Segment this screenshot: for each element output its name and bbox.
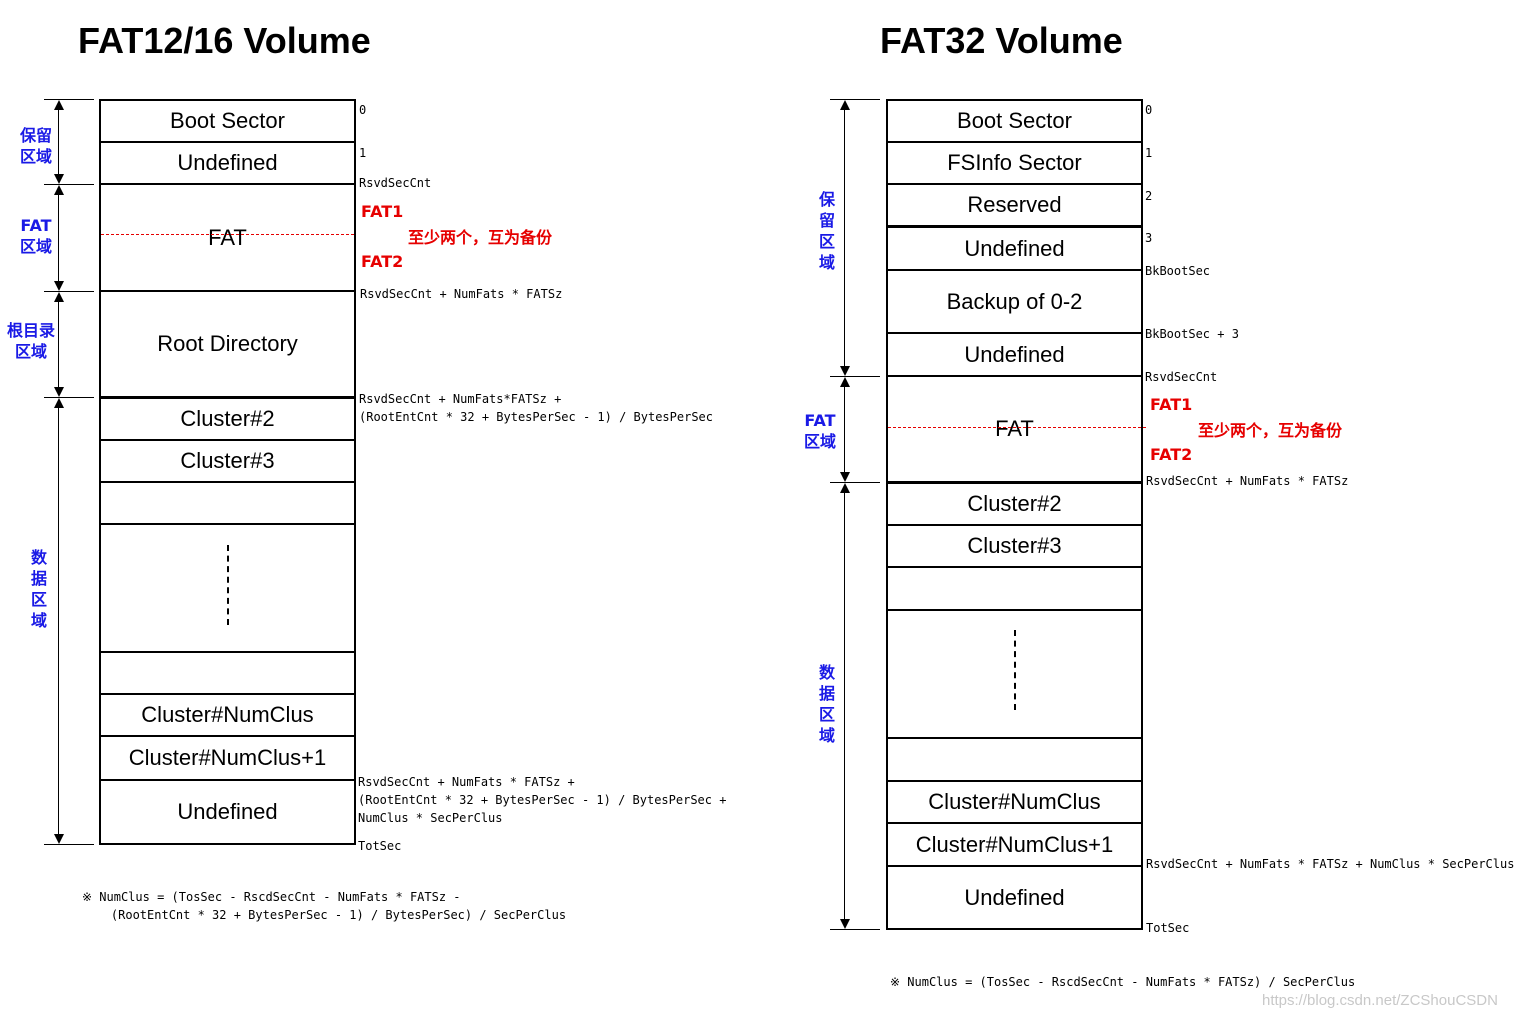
arrow-up (54, 292, 64, 302)
arrow-down (840, 472, 850, 482)
offset-label: TotSec (1146, 921, 1190, 935)
region-arrow (844, 485, 845, 926)
offset-label: BkBootSec + 3 (1145, 327, 1239, 341)
region-tick (44, 291, 94, 292)
arrow-up (840, 100, 850, 110)
offset-label: RsvdSecCnt + NumFats*FATSz + (RootEntCnt… (359, 392, 714, 424)
undefined-box: Undefined (886, 226, 1143, 271)
arrow-up (840, 483, 850, 493)
fsinfo-sector-box: FSInfo Sector (886, 141, 1143, 185)
arrow-up (54, 185, 64, 195)
cluster-blank-box (886, 566, 1143, 611)
region-arrow (58, 187, 59, 289)
fat-split-line (101, 234, 354, 235)
numclus-footnote: ※ NumClus = (TosSec - RscdSecCnt - NumFa… (890, 975, 1356, 989)
fat1-label: FAT1 (361, 202, 404, 221)
cluster-blank-box (886, 737, 1143, 782)
cluster-numclus-box: Cluster#NumClus (99, 693, 356, 737)
fat1216-title: FAT12/16 Volume (78, 20, 371, 61)
fat2-label: FAT2 (361, 252, 404, 271)
offset-label: BkBootSec (1145, 264, 1211, 278)
root-directory-box: Root Directory (99, 290, 356, 398)
arrow-down (840, 366, 850, 376)
offset-label: RsvdSecCnt + NumFats * FATSz (1146, 474, 1349, 488)
data-region-label: 数 据 区 域 (818, 663, 835, 745)
offset-label: 0 (359, 103, 367, 117)
fat32-title: FAT32 Volume (880, 20, 1123, 61)
offset-label: 1 (1145, 146, 1153, 160)
region-arrow (844, 379, 845, 479)
region-tick (44, 397, 94, 398)
arrow-down (54, 174, 64, 184)
arrow-down (54, 387, 64, 397)
offset-label: RsvdSecCnt + NumFats * FATSz (360, 287, 563, 301)
fat-backup-note: 至少两个，互为备份 (408, 228, 553, 247)
region-arrow (844, 102, 845, 373)
fat1-label: FAT1 (1150, 395, 1193, 414)
fat-backup-note: 至少两个，互为备份 (1198, 421, 1343, 440)
region-tick (44, 184, 94, 185)
fat-region-label: FAT 区域 (19, 216, 52, 256)
fat-region-label: FAT 区域 (803, 411, 836, 451)
arrow-up (54, 100, 64, 110)
arrow-down (54, 834, 64, 844)
arrow-down (840, 919, 850, 929)
cluster-blank-box (99, 481, 356, 525)
region-tick (830, 99, 880, 100)
cluster-3-box: Cluster#3 (886, 524, 1143, 568)
region-tick (830, 929, 880, 930)
watermark: https://blog.csdn.net/ZCShouCSDN (1262, 992, 1498, 1009)
cluster-3-box: Cluster#3 (99, 439, 356, 483)
offset-label: RsvdSecCnt (1145, 370, 1218, 384)
region-tick (830, 482, 880, 483)
region-tick (44, 99, 94, 100)
offset-label: 2 (1145, 189, 1153, 203)
region-tick (44, 844, 94, 845)
backup-box: Backup of 0-2 (886, 269, 1143, 334)
reserved-region-label: 保留 区域 (19, 126, 52, 166)
cluster-numclus-plus1-box: Cluster#NumClus+1 (886, 822, 1143, 867)
arrow-down (54, 281, 64, 291)
reserved-region-label: 保 留 区 域 (818, 190, 835, 272)
offset-label: 1 (359, 146, 367, 160)
region-arrow (58, 102, 59, 182)
offset-label: RsvdSecCnt + NumFats * FATSz + (RootEntC… (358, 775, 727, 825)
data-region-label: 数 据 区 域 (30, 548, 47, 630)
region-arrow (58, 294, 59, 394)
cluster-numclus-box: Cluster#NumClus (886, 780, 1143, 824)
arrow-up (840, 377, 850, 387)
fat-box: FAT (99, 183, 356, 292)
offset-label: TotSec (358, 839, 402, 853)
numclus-footnote: ※ NumClus = (TosSec - RscdSecCnt - NumFa… (82, 890, 567, 922)
reserved-box: Reserved (886, 183, 1143, 227)
cluster-2-box: Cluster#2 (886, 482, 1143, 526)
offset-label: 3 (1145, 231, 1153, 245)
root-region-label: 根目录 区域 (6, 321, 55, 361)
boot-sector-box: Boot Sector (99, 99, 356, 143)
undefined-box: Undefined (99, 779, 356, 845)
offset-label: RsvdSecCnt (359, 176, 432, 190)
undefined-box: Undefined (99, 141, 356, 185)
region-arrow (58, 400, 59, 841)
fat2-label: FAT2 (1150, 445, 1193, 464)
arrow-up (54, 398, 64, 408)
undefined-box: Undefined (886, 865, 1143, 930)
ellipsis-dots (227, 545, 229, 625)
cluster-blank-box (99, 651, 356, 695)
fat-split-line (888, 427, 1146, 428)
boot-sector-box: Boot Sector (886, 99, 1143, 143)
offset-label: RsvdSecCnt + NumFats * FATSz + NumClus *… (1146, 857, 1515, 871)
ellipsis-dots (1014, 630, 1016, 710)
undefined-box: Undefined (886, 332, 1143, 377)
fat-box: FAT (886, 375, 1143, 483)
region-tick (830, 376, 880, 377)
offset-label: 0 (1145, 103, 1153, 117)
cluster-2-box: Cluster#2 (99, 397, 356, 441)
cluster-numclus-plus1-box: Cluster#NumClus+1 (99, 735, 356, 781)
